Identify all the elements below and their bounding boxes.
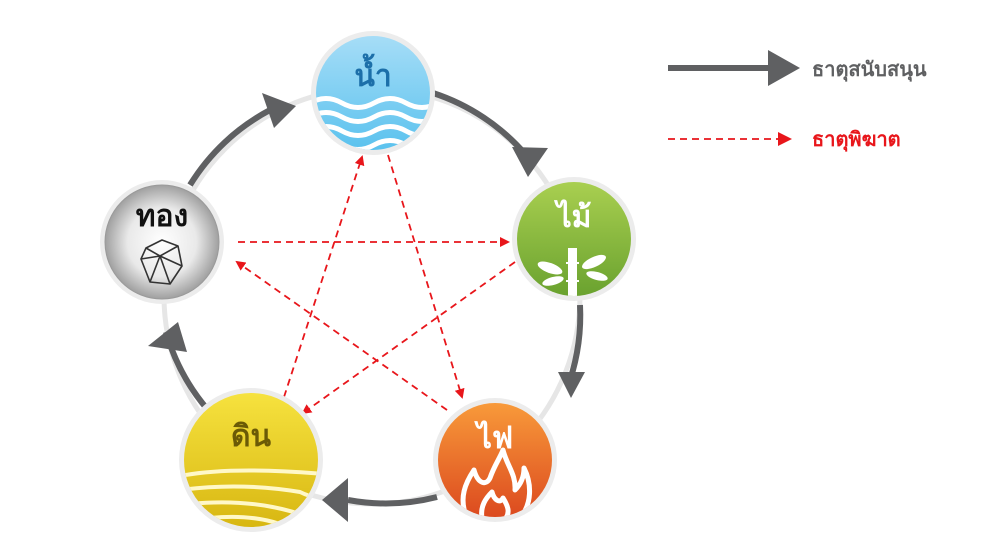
generating-arrowhead [558,372,585,398]
controlling-cycle [235,154,516,415]
legend-controlling: ธาตุพิฆาต [668,127,901,152]
wood-node: ไม้ [512,177,636,301]
gem-icon [140,239,183,285]
generating-arc-metal-water [187,107,272,187]
water-label: น้ำ [354,53,391,94]
controlling-line-fire-metal [235,260,448,411]
fire-node: ไฟ [433,398,557,522]
metal-node: ทอง [100,180,224,304]
fire-label: ไฟ [474,420,513,456]
earth-node: ดิน [179,388,323,532]
generating-arc-fire-earth [347,494,438,507]
controlling-line-earth-water [283,155,365,398]
flame-icon [460,447,532,517]
wood-label: ไม้ [554,199,592,235]
controlling-line-water-fire [387,154,465,399]
water-node: น้ำ [311,31,435,155]
earth-label: ดิน [231,419,271,454]
legend: ธาตุสนับสนุน ธาตุพิฆาต [668,50,927,152]
bamboo-icon [537,248,608,296]
controlling-line-wood-earth [301,261,516,415]
legend-generating: ธาตุสนับสนุน [668,50,927,86]
legend-generating-label: ธาตุสนับสนุน [812,57,927,82]
legend-generating-arrowhead [768,50,800,86]
generating-arc-water-wood [432,90,529,157]
generating-arrowhead [262,93,296,128]
generating-arrowhead [512,147,548,177]
legend-controlling-label: ธาตุพิฆาต [812,127,901,152]
generating-arrowheads [148,93,585,522]
metal-label: ทอง [136,199,188,234]
generating-arrowhead [322,478,348,522]
generating-arrowhead [148,322,187,352]
